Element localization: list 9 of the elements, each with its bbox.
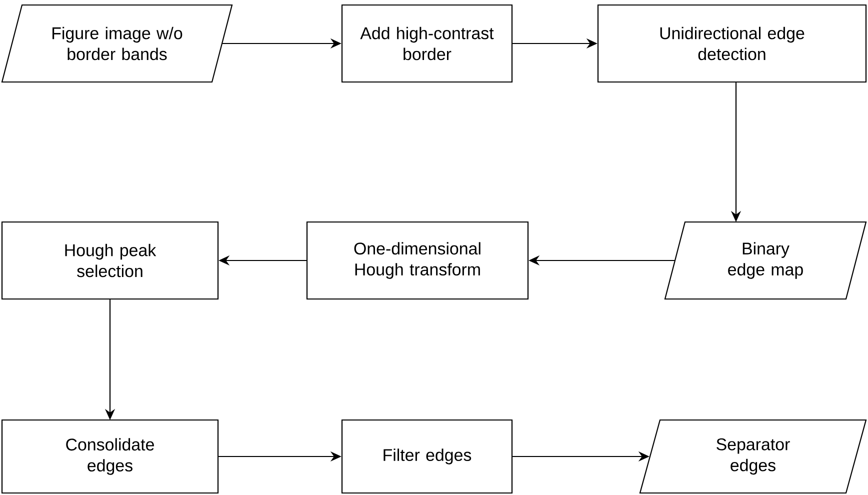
process-box: Filter edges <box>341 419 513 494</box>
process-box: One-dimensional Hough transform <box>306 221 529 300</box>
process-box: Consolidate edges <box>1 419 219 494</box>
process-box: Unidirectional edge detection <box>597 4 867 83</box>
data-parallelogram: Separator edges <box>639 419 867 494</box>
data-parallelogram: Figure image w/o border bands <box>1 4 233 83</box>
process-box: Add high-contrast border <box>341 4 513 83</box>
process-box: Hough peak selection <box>1 221 219 300</box>
data-parallelogram: Binary edge map <box>664 221 867 300</box>
